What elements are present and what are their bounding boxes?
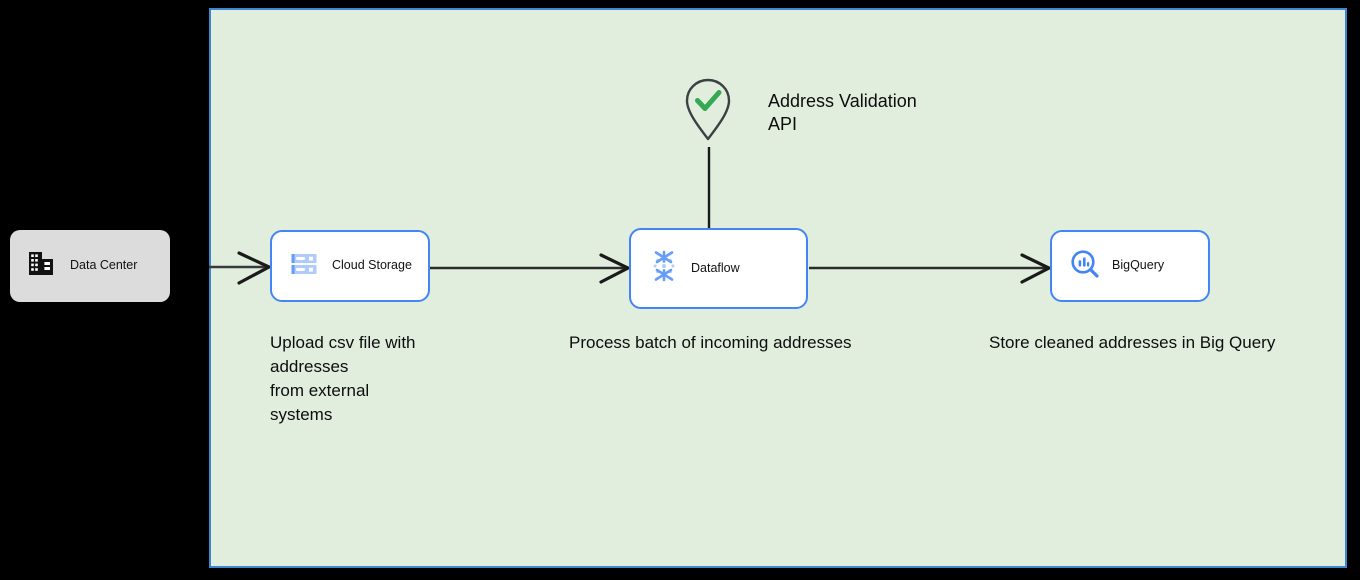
- node-cloud-storage-label: Cloud Storage: [332, 258, 412, 273]
- dataflow-icon: [649, 250, 679, 287]
- caption-cloud-storage: Upload csv file with addresses from exte…: [270, 333, 416, 424]
- node-dataflow[interactable]: Dataflow: [629, 228, 808, 309]
- node-dataflow-label: Dataflow: [691, 260, 740, 275]
- node-bigquery[interactable]: BigQuery: [1050, 230, 1210, 302]
- cloud-storage-icon: [290, 250, 318, 283]
- data-center-building-icon: [28, 251, 54, 282]
- caption-bigquery: Store cleaned addresses in Big Query: [989, 333, 1276, 352]
- node-data-center[interactable]: Data Center: [10, 230, 170, 302]
- node-cloud-storage[interactable]: Cloud Storage: [270, 230, 430, 302]
- node-address-validation-api-label: Address Validation API: [768, 91, 917, 134]
- node-bigquery-label: BigQuery: [1112, 258, 1165, 273]
- bigquery-icon: [1070, 249, 1100, 284]
- node-address-validation-api[interactable]: Address Validation API: [684, 76, 917, 147]
- node-data-center-label: Data Center: [70, 258, 138, 273]
- map-pin-check-icon: [684, 78, 732, 147]
- caption-dataflow: Process batch of incoming addresses: [569, 333, 852, 352]
